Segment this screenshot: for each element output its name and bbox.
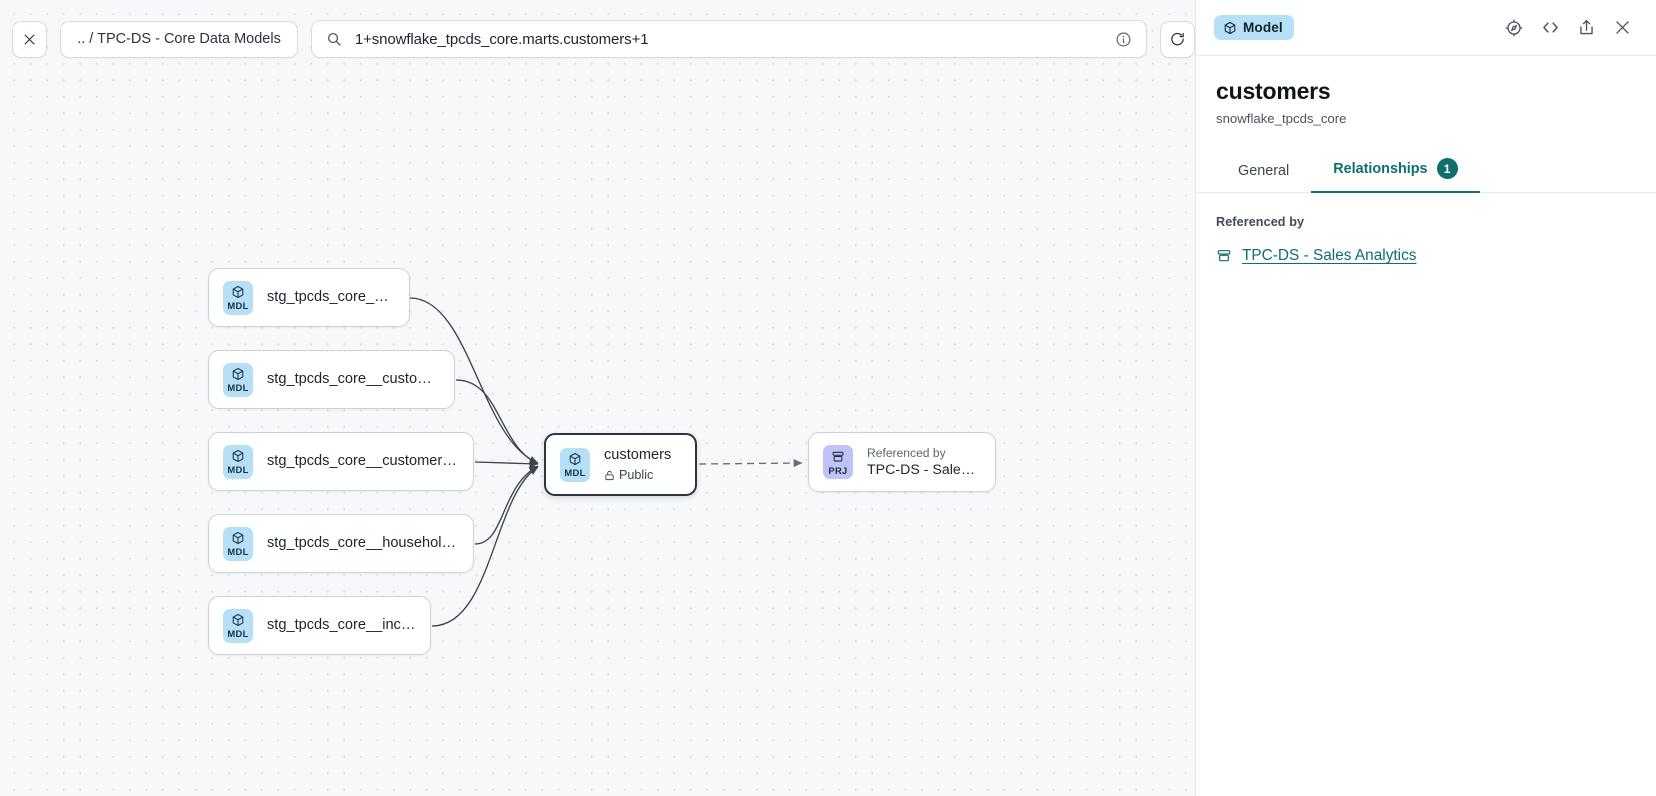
model-badge: MDL bbox=[223, 362, 253, 397]
close-panel-icon[interactable] bbox=[1608, 14, 1636, 42]
node-kicker: Referenced by bbox=[867, 445, 946, 460]
panel-tabs: General Relationships 1 bbox=[1196, 148, 1656, 193]
node-body: stg_tpcds_core__customer_address bbox=[267, 370, 440, 389]
compass-icon[interactable] bbox=[1500, 14, 1528, 42]
panel-content: Referenced by TPC-DS - Sales Analytics bbox=[1196, 193, 1656, 796]
lineage-graph: MDL stg_tpcds_core__customer MDL stg_tpc… bbox=[208, 268, 996, 655]
project-badge: PRJ bbox=[823, 445, 853, 479]
lineage-search[interactable] bbox=[310, 20, 1147, 58]
node-title: stg_tpcds_core__customer_address bbox=[267, 371, 440, 387]
details-panel: Model customers snowflake_tpcds_core Gen… bbox=[1195, 0, 1656, 796]
cube-icon bbox=[231, 366, 245, 381]
node-access: Public bbox=[604, 467, 671, 483]
graph-node-stg-customer[interactable]: MDL stg_tpcds_core__customer bbox=[208, 268, 410, 327]
node-body: stg_tpcds_core__income_band bbox=[267, 616, 416, 635]
model-badge: MDL bbox=[560, 447, 590, 482]
tab-label: Relationships bbox=[1333, 160, 1428, 177]
cube-icon bbox=[231, 530, 245, 545]
lock-icon bbox=[604, 470, 615, 481]
node-body: stg_tpcds_core__household_demogr… bbox=[267, 534, 459, 553]
node-title: customers bbox=[604, 447, 672, 463]
info-circle-icon[interactable] bbox=[1115, 31, 1132, 48]
section-label-referenced-by: Referenced by bbox=[1216, 215, 1305, 229]
breadcrumb-label: .. / TPC-DS - Core Data Models bbox=[77, 31, 281, 47]
badge-label: MDL bbox=[564, 467, 586, 478]
node-title: stg_tpcds_core__household_demogr… bbox=[267, 535, 459, 551]
close-lineage-button[interactable] bbox=[12, 20, 48, 58]
search-input[interactable] bbox=[352, 29, 1105, 49]
panel-title-block: customers snowflake_tpcds_core bbox=[1196, 56, 1656, 126]
cube-icon bbox=[1223, 21, 1237, 35]
page-title: customers bbox=[1216, 78, 1331, 104]
lineage-toolbar: .. / TPC-DS - Core Data Models bbox=[0, 0, 1195, 78]
asset-type-label: Model bbox=[1243, 20, 1283, 35]
badge-label: MDL bbox=[227, 300, 249, 311]
badge-label: PRJ bbox=[828, 464, 848, 476]
cube-icon bbox=[231, 284, 245, 299]
badge-label: MDL bbox=[227, 546, 249, 557]
graph-node-project-sales-analytics[interactable]: PRJ Referenced by TPC-DS - Sales Analyti… bbox=[808, 432, 996, 492]
node-title: TPC-DS - Sales Analytics bbox=[867, 461, 981, 478]
graph-node-customers-selected[interactable]: MDL customers Public bbox=[544, 433, 697, 496]
badge-label: MDL bbox=[227, 464, 249, 475]
node-access-label: Public bbox=[619, 468, 654, 482]
tab-label: General bbox=[1238, 163, 1290, 179]
graph-node-stg-customer-address[interactable]: MDL stg_tpcds_core__customer_address bbox=[208, 350, 455, 409]
model-badge: MDL bbox=[223, 526, 253, 561]
model-badge: MDL bbox=[223, 280, 253, 315]
refresh-button[interactable] bbox=[1159, 20, 1195, 58]
panel-subtitle: snowflake_tpcds_core bbox=[1216, 111, 1347, 126]
breadcrumb[interactable]: .. / TPC-DS - Core Data Models bbox=[60, 20, 298, 58]
node-body: customers Public bbox=[604, 446, 671, 483]
lineage-canvas[interactable]: MDL stg_tpcds_core__customer MDL stg_tpc… bbox=[0, 0, 1195, 796]
cube-icon bbox=[568, 451, 582, 466]
project-icon bbox=[1216, 248, 1232, 264]
node-title: stg_tpcds_core__customer bbox=[267, 289, 395, 305]
node-title: stg_tpcds_core__income_band bbox=[267, 617, 416, 633]
model-badge: MDL bbox=[223, 608, 253, 643]
reference-link[interactable]: TPC-DS - Sales Analytics bbox=[1242, 247, 1417, 264]
code-icon[interactable] bbox=[1536, 14, 1564, 42]
tab-general[interactable]: General bbox=[1216, 153, 1311, 193]
list-item[interactable]: TPC-DS - Sales Analytics bbox=[1216, 247, 1636, 265]
status-badge: 1 bbox=[1436, 158, 1458, 179]
graph-node-stg-customer-demographics[interactable]: MDL stg_tpcds_core__customer_demogra… bbox=[208, 432, 474, 491]
graph-node-stg-income-band[interactable]: MDL stg_tpcds_core__income_band bbox=[208, 596, 431, 655]
asset-type-chip[interactable]: Model bbox=[1214, 15, 1294, 40]
project-icon bbox=[831, 449, 845, 464]
cube-icon bbox=[231, 448, 245, 463]
model-badge: MDL bbox=[223, 444, 253, 479]
cube-icon bbox=[231, 612, 245, 627]
node-body: stg_tpcds_core__customer_demogra… bbox=[267, 452, 459, 471]
node-body: stg_tpcds_core__customer bbox=[267, 288, 395, 307]
badge-label: MDL bbox=[227, 382, 249, 393]
tab-relationships[interactable]: Relationships 1 bbox=[1311, 148, 1480, 193]
badge-label: MDL bbox=[227, 628, 249, 639]
panel-header: Model bbox=[1196, 0, 1656, 56]
node-title: stg_tpcds_core__customer_demogra… bbox=[267, 453, 459, 469]
search-icon bbox=[326, 31, 342, 47]
refresh-icon bbox=[1169, 31, 1186, 48]
node-body: Referenced by TPC-DS - Sales Analytics bbox=[867, 445, 981, 480]
graph-node-stg-household-demographics[interactable]: MDL stg_tpcds_core__household_demogr… bbox=[208, 514, 474, 573]
share-icon[interactable] bbox=[1572, 14, 1600, 42]
close-icon bbox=[22, 32, 37, 47]
